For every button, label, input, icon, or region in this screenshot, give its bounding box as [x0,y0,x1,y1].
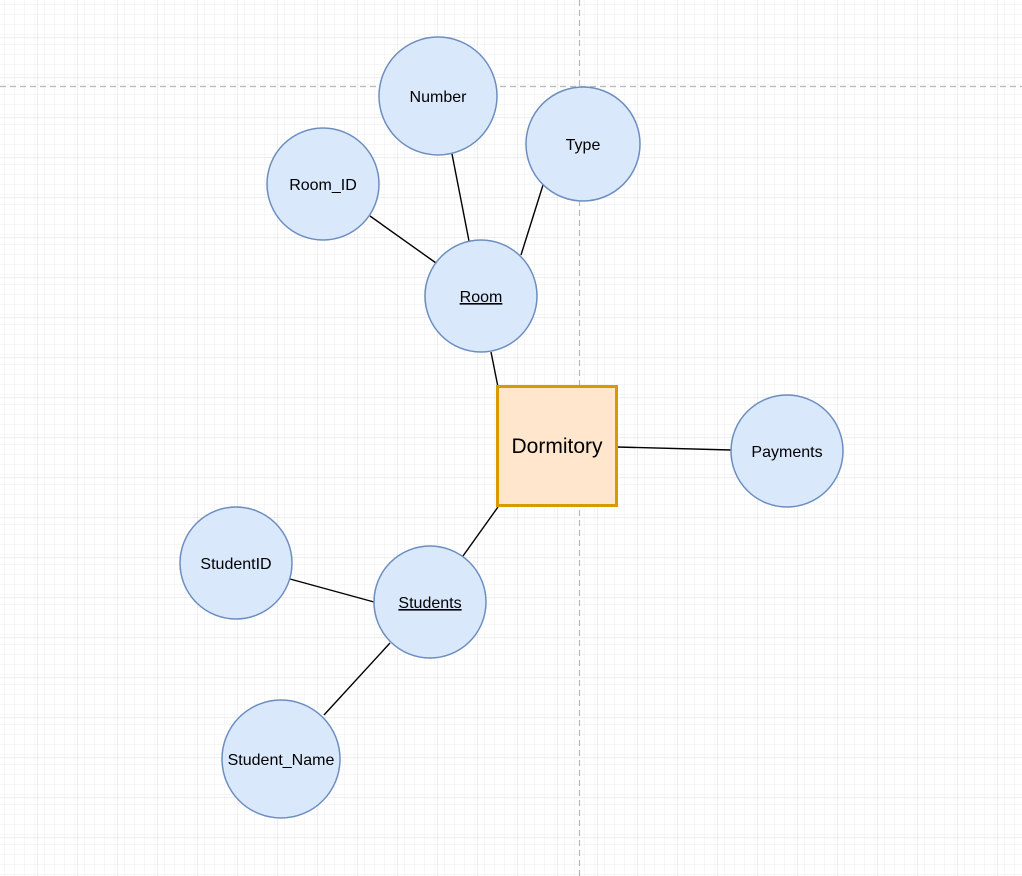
attribute-circle[interactable] [266,127,380,241]
attribute-label-students: Students [398,595,461,612]
attribute-room-id[interactable]: Room_ID [266,127,380,241]
attribute-label-studentid: StudentID [200,556,271,573]
attribute-circle[interactable] [179,506,293,620]
attribute-circle[interactable] [730,394,844,508]
entity-box[interactable] [496,385,618,507]
attribute-label-student-name: Student_Name [228,752,335,769]
attribute-number[interactable]: Number [378,36,498,156]
attribute-label-room-id: Room_ID [289,177,357,194]
attribute-circle[interactable] [378,36,498,156]
connector-dormitory-payments[interactable] [616,446,732,451]
attribute-circle[interactable] [525,86,641,202]
attribute-studentid[interactable]: StudentID [179,506,293,620]
connector-layer [289,153,732,716]
connector-students-student-name[interactable] [323,642,391,716]
attribute-payments[interactable]: Payments [730,394,844,508]
attribute-circle[interactable] [373,545,487,659]
attribute-circle[interactable] [424,239,538,353]
connector-room-type[interactable] [520,184,544,256]
attribute-type[interactable]: Type [525,86,641,202]
entity-dormitory[interactable]: Dormitory [496,385,618,507]
attribute-label-room: Room [460,289,503,306]
attribute-students[interactable]: Students [373,545,487,659]
connector-dormitory-students[interactable] [462,506,499,557]
attribute-student-name[interactable]: Student_Name [221,699,341,819]
entity-label: Dormitory [511,435,603,458]
attribute-room[interactable]: Room [424,239,538,353]
connector-room-dormitory[interactable] [490,351,499,388]
connector-students-studentid[interactable] [289,578,375,603]
attribute-label-payments: Payments [751,444,822,461]
attribute-label-number: Number [410,89,468,106]
attribute-label-type: Type [566,137,601,154]
attribute-circle[interactable] [221,699,341,819]
connector-room-room-id[interactable] [369,215,437,264]
connector-room-number[interactable] [451,153,470,242]
